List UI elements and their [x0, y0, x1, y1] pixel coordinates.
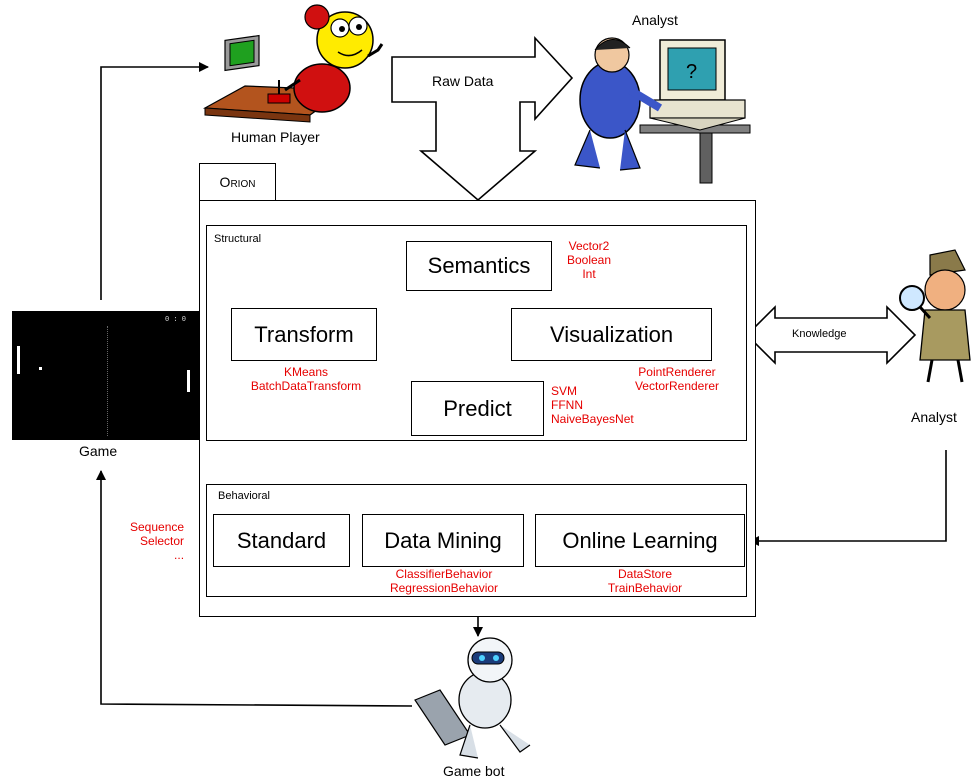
game-right-paddle — [187, 370, 190, 392]
standard-component: Standard — [213, 514, 350, 567]
visualization-notes: PointRenderer VectorRenderer — [634, 365, 720, 393]
raw-data-arrow-shape — [391, 35, 574, 202]
visualization-component: Visualization — [511, 308, 712, 361]
semantics-notes: Vector2 Boolean Int — [566, 239, 612, 281]
online-learning-notes: DataStore TrainBehavior — [607, 567, 683, 595]
game-bot-illustration — [414, 637, 531, 759]
orion-title: ORION — [219, 174, 256, 190]
human-player-illustration — [202, 4, 384, 123]
analyst-top-label: Analyst — [632, 12, 678, 28]
game-score: 0 : 0 — [164, 316, 186, 324]
transform-component: Transform — [231, 308, 377, 361]
game-screen: 0 : 0 — [12, 311, 199, 440]
analyst-right-label: Analyst — [911, 409, 957, 425]
svg-text:?: ? — [686, 61, 697, 83]
analyst-to-online-learning-arrow — [749, 450, 947, 546]
game-to-player-arrow — [100, 62, 209, 300]
semantics-component: Semantics — [406, 241, 552, 291]
online-learning-component: Online Learning — [535, 514, 745, 567]
game-bot-label: Game bot — [443, 763, 505, 779]
game-center-line — [107, 326, 108, 436]
standard-notes: Sequence Selector ... — [130, 520, 185, 562]
orion-title-box: ORION — [199, 163, 276, 201]
game-label: Game — [79, 443, 118, 459]
knowledge-arrow-shape — [745, 305, 917, 365]
transform-notes: KMeans BatchDataTransform — [250, 365, 362, 393]
human-player-label: Human Player — [231, 129, 320, 145]
structural-label: Structural — [214, 233, 262, 245]
game-ball — [39, 367, 42, 370]
predict-component: Predict — [411, 381, 544, 436]
analyst-top-illustration: ? — [574, 37, 751, 184]
predict-notes: SVM FFNN NaiveBayesNet — [551, 384, 634, 426]
data-mining-notes: ClassifierBehavior RegressionBehavior — [389, 567, 499, 595]
data-mining-component: Data Mining — [362, 514, 524, 567]
game-left-paddle — [17, 346, 20, 374]
behavioral-label: Behavioral — [218, 490, 270, 502]
analyst-detective-illustration — [899, 249, 971, 383]
bot-to-game-arrow — [96, 470, 413, 707]
knowledge-label: Knowledge — [792, 328, 847, 340]
raw-data-label: Raw Data — [432, 73, 494, 89]
